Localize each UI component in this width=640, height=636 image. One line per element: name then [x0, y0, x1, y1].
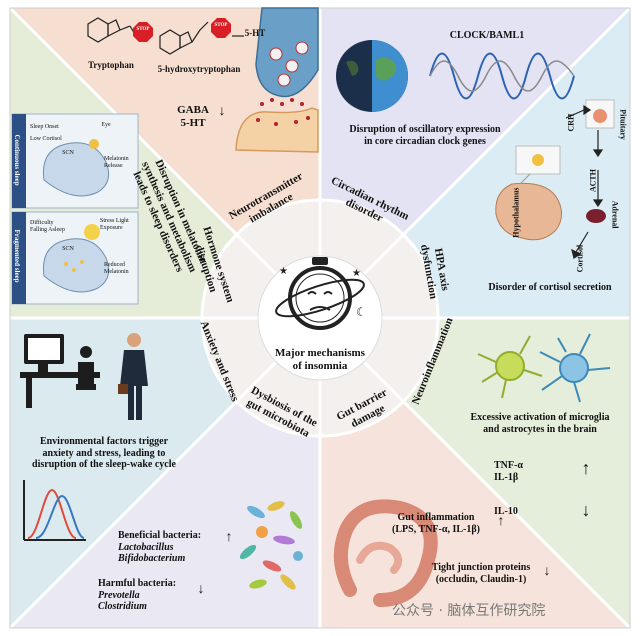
hpa-caption: Disorder of cortisol secretion [488, 282, 612, 293]
circadian-caption: Disruption of oscillatory expression in … [330, 124, 520, 147]
cortisol-label: Cortisol [575, 244, 585, 273]
microglia-cell-icon [477, 335, 543, 399]
il10-down-arrow: ↓ [581, 500, 591, 520]
cytokine-up-arrow: ↑ [581, 458, 591, 478]
five-htp-label: 5-hydroxytryptophan [157, 64, 241, 74]
stopwatch-icon: ★ ★ ☾ [275, 257, 367, 330]
center-title-line1: Major mechanisms [275, 347, 365, 359]
scn-label-2: SCN [62, 246, 74, 252]
beneficial-title: Beneficial bacteria: [118, 530, 202, 541]
tnf-label: TNF-α [494, 460, 523, 471]
stop-sign-icon-2 [211, 18, 231, 38]
beneficial-up-arrow: ↑ [225, 530, 233, 545]
tj-line2: (occludin, Claudin-1) [435, 573, 527, 585]
tj-line1: Tight junction proteins [431, 562, 531, 573]
gut-inflam-up-arrow: ↑ [497, 514, 505, 529]
hpa-arrows-icon [565, 104, 604, 259]
gaba-label: GABA 5-HT [168, 104, 218, 129]
hypothalamus-label: Hypothalamus [511, 187, 521, 238]
center-title: Major mechanisms of insomnia [270, 347, 370, 372]
earth-day-night-icon [336, 40, 408, 112]
continuous-sleep-card [11, 113, 139, 209]
stress-light-label: Stress Light Exposure [100, 218, 129, 231]
adrenal-gland-icon [586, 209, 606, 223]
acth-label: ACTH [588, 169, 598, 193]
watermark: 公众号 · 脑体互作研究院 [392, 603, 546, 619]
molecule-5htp-icon [159, 21, 209, 55]
pituitary-label: Pituitary [618, 109, 628, 140]
tight-junction-text: Tight junction proteins (occludin, Claud… [416, 562, 546, 585]
continuous-sleep-label: Continuous sleep [13, 134, 22, 186]
harmful-bacteria-text: Harmful bacteria: Prevotella Clostridium [98, 578, 208, 613]
gut-inflam-line1: Gut inflammation [397, 512, 475, 523]
stop-sign-icon [133, 22, 153, 42]
cytokine-up-labels: TNF-α IL-1β [494, 460, 544, 483]
neuroinflam-caption-line1: Excessive activation of microglia [470, 412, 610, 423]
gaba-5ht-text: 5-HT [180, 116, 206, 129]
distribution-curves-icon [23, 480, 86, 541]
bacteria-cluster-icon [239, 501, 303, 590]
stop-label-2: STOP [214, 23, 228, 28]
eye-label: Eye [101, 122, 111, 128]
anxiety-caption-line3: disruption of the sleep-wake cycle [32, 459, 176, 470]
five-ht-label: 5-HT [244, 28, 266, 38]
il1b-label: IL-1β [494, 471, 519, 483]
fragmented-sleep-label: Fragmented sleep [13, 229, 22, 283]
difficulty-falling-asleep-label: Difficulty Falling Asleep [30, 220, 65, 233]
center-title-line2: of insomnia [292, 359, 348, 372]
clock-gene-label: CLOCK/BAML1 [449, 30, 525, 41]
pituitary-illustration [585, 99, 615, 129]
stop-label-1: STOP [136, 27, 150, 32]
neuroinflam-caption: Excessive activation of microglia and as… [450, 412, 630, 435]
harmful-down-arrow: ↓ [197, 582, 205, 597]
intestine-illustration [333, 499, 438, 607]
svg-text:★: ★ [279, 266, 288, 277]
desk-worker-silhouette-icon [20, 334, 100, 408]
gaba-text: GABA [177, 104, 209, 116]
gaba-down-arrow: ↓ [218, 104, 226, 119]
svg-text:☾: ☾ [356, 305, 367, 319]
anxiety-caption-line1: Environmental factors trigger [39, 436, 169, 447]
synapse-illustration [235, 7, 319, 153]
il10-label: IL-10 [494, 506, 518, 517]
brain-hypothalamus-illustration [495, 145, 562, 241]
fragmented-sleep-card [11, 211, 139, 305]
harmful-prevotella: Prevotella [98, 589, 140, 601]
outer-frame [9, 7, 631, 629]
astrocyte-cell-icon [539, 333, 611, 403]
adrenal-label: Adrenal [610, 200, 620, 229]
svg-text:★: ★ [352, 268, 361, 279]
crh-label: CRH [566, 113, 576, 132]
gut-inflam-line2: (LPS, TNF-α, IL-1β) [392, 523, 480, 535]
neuroinflam-caption-line2: and astrocytes in the brain [483, 423, 597, 435]
sleep-onset-label: Sleep Onset [30, 124, 59, 130]
melatonin-release-label: Melatonin Release [104, 156, 129, 169]
harmful-title: Harmful bacteria: [98, 578, 177, 589]
beneficial-bifidobacterium: Bifidobacterium [118, 553, 186, 564]
beneficial-bacteria-text: Beneficial bacteria: Lactobacillus Bifid… [118, 530, 238, 565]
tight-junction-down-arrow: ↓ [543, 564, 551, 579]
beneficial-lactobacillus: Lactobacillus [118, 541, 174, 553]
gut-inflammation-text: Gut inflammation (LPS, TNF-α, IL-1β) [376, 512, 496, 535]
tryptophan-label: Tryptophan [88, 60, 134, 70]
harmful-clostridium: Clostridium [98, 601, 147, 612]
low-cortisol-label: Low Cortisol [30, 136, 62, 142]
reduced-melatonin-label: Reduced Melatonin [104, 262, 129, 275]
circadian-caption-line1: Disruption of oscillatory expression [349, 124, 501, 135]
anxiety-caption-line2: anxiety and stress, leading to [42, 447, 166, 459]
businessman-illustration [118, 333, 148, 420]
oscillation-waves-icon [429, 52, 575, 100]
anxiety-caption: Environmental factors trigger anxiety an… [14, 436, 194, 471]
circadian-caption-line2: in core circadian clock genes [364, 135, 486, 147]
scn-label-1: SCN [62, 150, 74, 156]
